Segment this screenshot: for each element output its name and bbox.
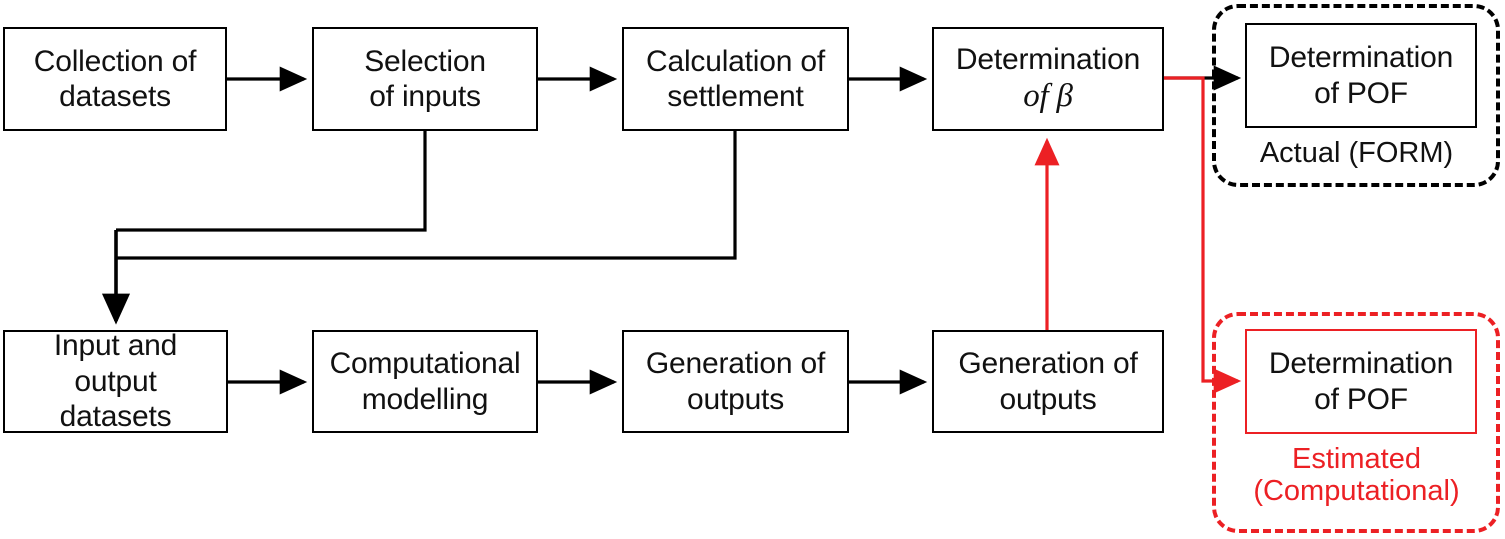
edge-determination-beta-to-estimated-pof: [1164, 76, 1242, 394]
node-label-line2: of POF: [1314, 76, 1408, 110]
node-label: Calculation of settlement: [634, 44, 837, 115]
node-label-line1: Determination: [955, 42, 1141, 76]
node-input-and-output-datasets[interactable]: Input and output datasets: [3, 328, 228, 434]
caption-actual-form: Actual (FORM): [1259, 137, 1454, 169]
node-label-line2: of inputs: [369, 80, 481, 113]
edge-calculation-to-input-output-datasets: [116, 131, 737, 260]
node-label: Collection of datasets: [22, 44, 209, 115]
node-label-line1: Determination: [1268, 41, 1454, 75]
node-label-line1: Determination: [1268, 347, 1454, 381]
node-label-line1: Computational: [329, 347, 521, 381]
node-label-line2: outputs: [999, 382, 1097, 416]
node-label-line2: settlement: [667, 80, 804, 113]
node-label-line1: Generation of: [645, 347, 826, 381]
node-collection-of-datasets[interactable]: Collection of datasets: [3, 27, 227, 131]
node-label: Input and output datasets: [5, 328, 226, 434]
node-label-line2: modelling: [361, 382, 489, 416]
node-generation-of-outputs-2[interactable]: Generation of outputs: [932, 330, 1164, 433]
node-label-line2: outputs: [686, 382, 784, 416]
node-label: Computational modelling: [318, 346, 533, 417]
node-determination-of-beta[interactable]: Determination of β: [932, 27, 1164, 131]
node-label-line2: of β: [1023, 78, 1073, 115]
node-selection-of-inputs[interactable]: Selection of inputs: [312, 27, 538, 131]
edge-selection-to-input-output-datasets: [116, 131, 427, 232]
group-actual-form: [1212, 4, 1500, 187]
node-label-line2: of POF: [1314, 382, 1408, 416]
node-label: Determination of POF: [1257, 346, 1465, 417]
caption-line1: Estimated: [1292, 443, 1421, 475]
node-label-line2: datasets: [59, 80, 171, 113]
node-determination-of-pof-actual[interactable]: Determination of POF: [1245, 23, 1477, 128]
node-label: Generation of outputs: [946, 346, 1149, 417]
node-label: Determination of POF: [1257, 40, 1465, 111]
node-label-line1: Input and: [53, 329, 178, 363]
node-label: Generation of outputs: [634, 346, 837, 417]
node-calculation-of-settlement[interactable]: Calculation of settlement: [622, 27, 849, 131]
node-label-line1: Generation of: [958, 347, 1138, 381]
caption-estimated-computational: Estimated (Computational): [1224, 443, 1489, 508]
group-estimated-computational: [1212, 312, 1500, 533]
node-label-line1: Selection: [364, 44, 486, 78]
node-computational-modelling[interactable]: Computational modelling: [312, 330, 538, 433]
caption-line2: (Computational): [1253, 474, 1460, 507]
node-generation-of-outputs-1[interactable]: Generation of outputs: [622, 330, 849, 433]
node-label-line1: Collection of: [33, 44, 197, 78]
node-label-line2: output datasets: [59, 364, 172, 434]
node-determination-of-pof-estimated[interactable]: Determination of POF: [1245, 329, 1477, 434]
node-label-line1: Calculation of: [646, 44, 825, 78]
node-label: Determination of β: [944, 42, 1152, 116]
node-label: Selection of inputs: [352, 44, 498, 115]
